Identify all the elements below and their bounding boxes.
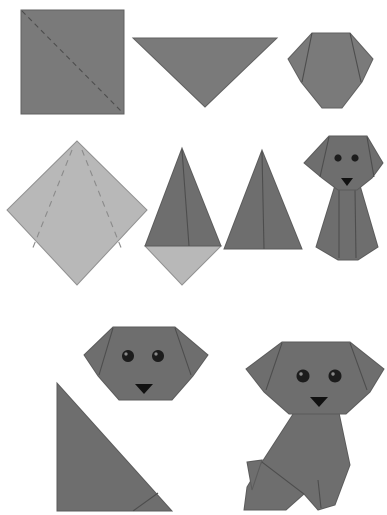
final-left-eye-shine: [299, 372, 302, 375]
folded-back-flap: [145, 246, 221, 285]
small-dog-body: [316, 182, 378, 260]
step-head: [288, 33, 373, 108]
face-left-eye-shine: [124, 352, 127, 355]
face-left-eye: [122, 350, 134, 362]
step-triangle: [133, 38, 277, 107]
final-right-eye-shine: [331, 372, 334, 375]
step-final-dog: [244, 342, 384, 510]
final-dog-head: [246, 342, 384, 414]
folded-triangle: [133, 38, 277, 107]
head-shape: [288, 33, 373, 108]
step-head-with-face: [84, 327, 208, 400]
step-body-triangle: [57, 383, 172, 511]
diamond-paper: [7, 141, 147, 285]
step-diamond: [7, 141, 147, 285]
step-body-folding: [145, 148, 221, 285]
step-square: [21, 10, 124, 114]
right-triangle-body: [57, 383, 172, 511]
face-right-eye-shine: [154, 352, 157, 355]
final-dog-body: [244, 408, 350, 510]
final-left-eye: [297, 370, 310, 383]
face-right-eye: [152, 350, 164, 362]
small-left-eye: [334, 154, 341, 161]
step-small-dog: [304, 136, 383, 260]
final-right-eye: [329, 370, 342, 383]
step-body-folded: [224, 150, 302, 249]
small-right-eye: [351, 154, 358, 161]
